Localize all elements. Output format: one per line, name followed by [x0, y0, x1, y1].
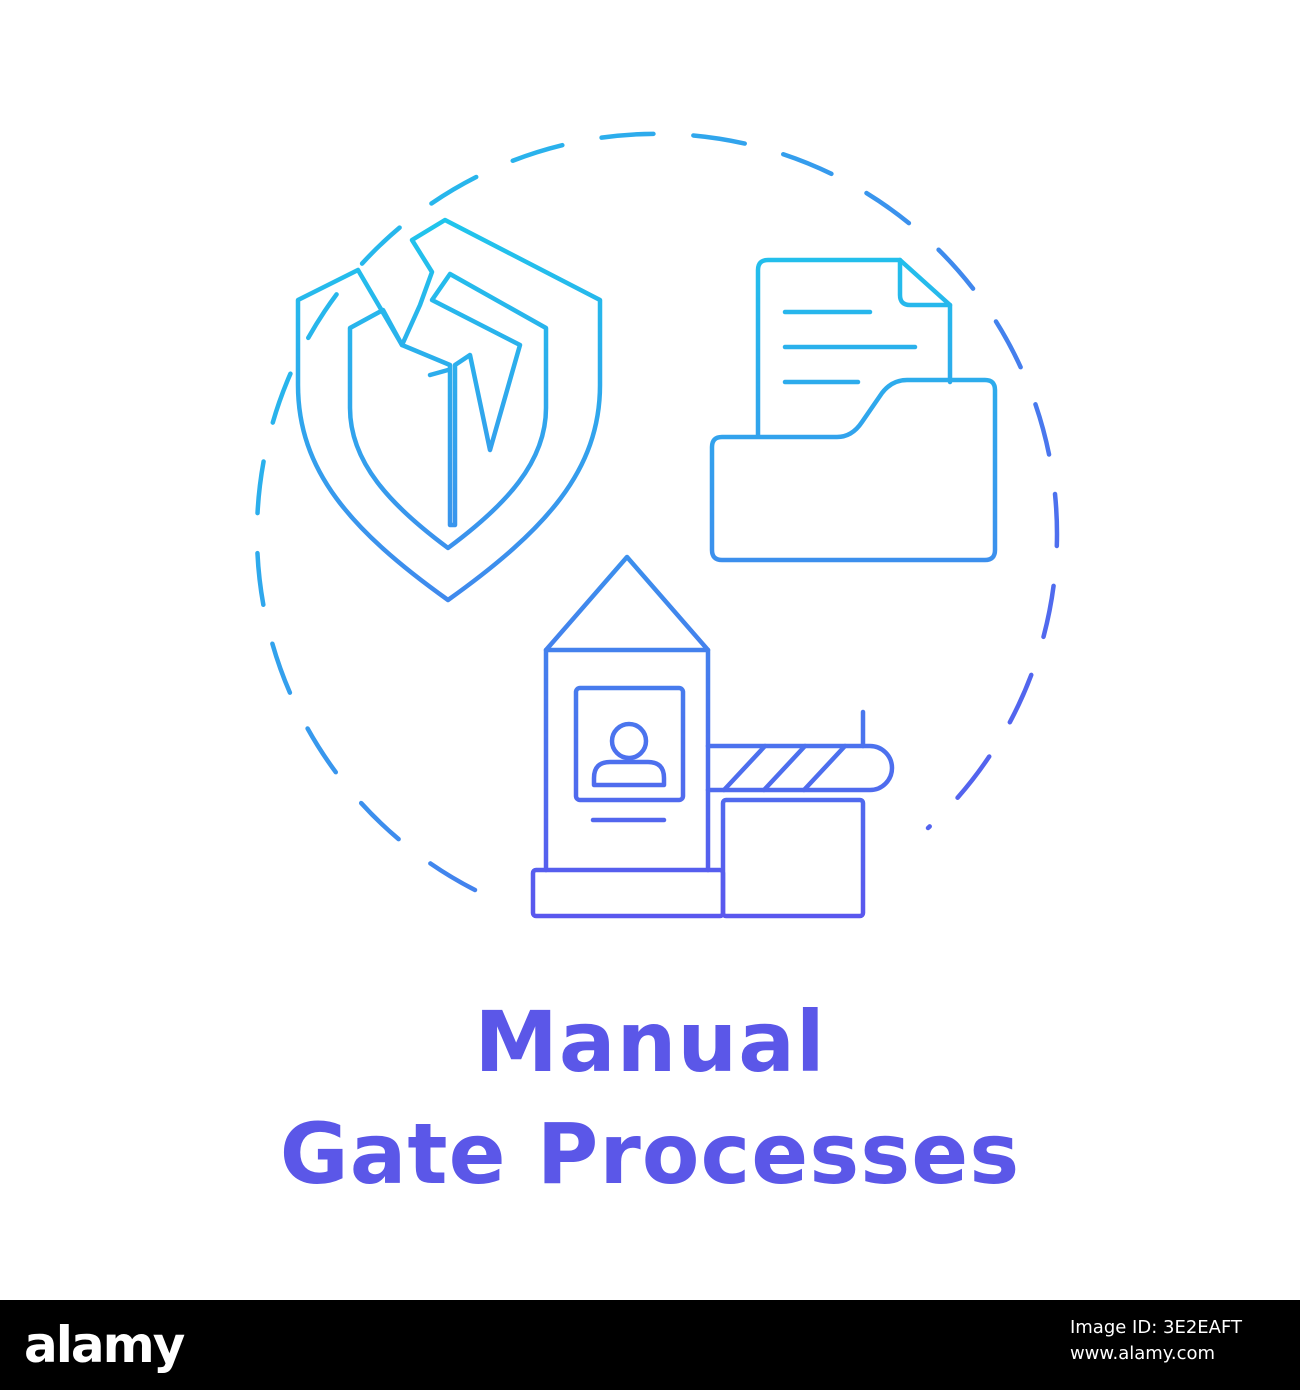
document-folder-icon	[709, 257, 998, 563]
barrier-gate-icon	[705, 709, 895, 793]
broken-shield-icon	[295, 217, 603, 603]
image-id-block: Image ID: 3E2EAFT www.alamy.com	[1070, 1318, 1242, 1364]
checkpoint-booth-icon	[530, 554, 866, 919]
person-icon	[591, 721, 667, 788]
dashed-circle	[254, 131, 1060, 893]
site-url: www.alamy.com	[1069, 1342, 1216, 1364]
caption-line-1: Manual	[474, 993, 826, 1091]
caption-line-2: Gate Processes	[279, 1105, 1021, 1203]
image-id: Image ID: 3E2EAFT	[1069, 1317, 1242, 1338]
brand-logo: alamy	[24, 1316, 185, 1374]
stock-footer: alamy Image ID: 3E2EAFT www.alamy.com	[0, 1300, 1300, 1390]
illustration	[254, 131, 1060, 919]
